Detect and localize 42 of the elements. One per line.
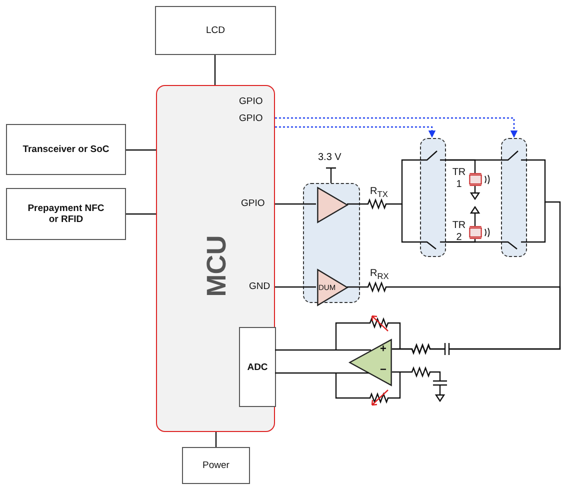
transducer-label: TR 2 (452, 220, 466, 243)
block-label: Transceiver or SoC (22, 144, 110, 155)
control-arrow (275, 126, 436, 138)
pin-sign: + (380, 343, 386, 356)
block-label: LCD (206, 25, 225, 36)
microcontroller-block (156, 85, 275, 432)
transceiver-block (6, 124, 126, 175)
pin-label: GND (249, 282, 270, 293)
buffer-triangle (317, 187, 348, 223)
switch-box (420, 138, 446, 257)
block-label: Prepayment NFC or RFID (26, 203, 106, 225)
power-block (182, 447, 250, 484)
wire (446, 159, 476, 173)
wire (126, 149, 156, 151)
component-label: 3.3 V (318, 152, 342, 164)
switch-box (501, 138, 527, 257)
component-label: R$_{RX}$ (370, 268, 389, 282)
wire (275, 349, 371, 351)
display-block (155, 6, 276, 55)
adc-block (239, 327, 276, 407)
reader-block (6, 188, 126, 240)
wire (346, 281, 561, 355)
block-label: Power (202, 460, 230, 471)
buffer-triangle (317, 269, 348, 306)
component-label: R$_{TX}$ (370, 186, 388, 200)
pin-label: GPIO (239, 97, 263, 108)
wire (214, 55, 216, 85)
pin-label: GPIO (239, 114, 263, 125)
control-arrow (275, 117, 518, 138)
wire (126, 213, 156, 215)
wire (215, 432, 217, 447)
pin-label: GPIO (241, 199, 265, 210)
wire (275, 203, 316, 205)
wire (347, 159, 420, 210)
wire (275, 372, 369, 374)
transducer-label: TR 1 (452, 167, 466, 190)
wire (275, 286, 316, 288)
wire (446, 239, 476, 243)
block-label: ADC (247, 362, 268, 372)
chip-label: MCU (201, 235, 232, 297)
pin-sign: − (380, 364, 386, 377)
op-amp-triangle (349, 339, 392, 386)
